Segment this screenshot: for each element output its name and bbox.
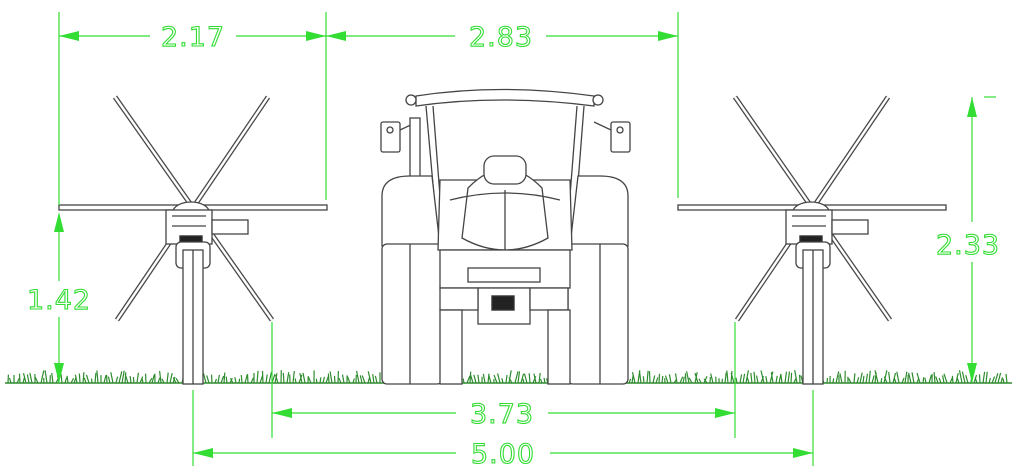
dimension-bottom-inner: 3.73	[271, 322, 736, 438]
tractor-mirrors	[380, 117, 631, 199]
tractor-roof	[405, 88, 604, 197]
right-rake-wheel	[795, 241, 831, 385]
right-rake-hub	[785, 201, 869, 247]
tractor-hitch	[439, 249, 571, 325]
tractor-inner-wheels	[439, 309, 571, 385]
tractor-rear-wheels	[381, 175, 629, 385]
grass-blades	[7, 369, 1008, 384]
left-rake	[58, 95, 328, 385]
left-rake-wheel	[175, 241, 211, 385]
dimension-label-3-73: 3.73	[470, 399, 534, 430]
ground-grass	[5, 369, 1012, 384]
dimension-label-2-33: 2.33	[936, 230, 1000, 261]
tractor	[380, 88, 631, 385]
tractor-body	[437, 155, 573, 251]
dimension-top-center: 2.83	[326, 12, 679, 198]
dimension-label-2-83: 2.83	[469, 22, 533, 53]
dimension-label-5-00: 5.00	[471, 439, 535, 470]
dimension-right-height: 2.33	[935, 96, 1000, 383]
dimension-top-left: 2.17	[58, 12, 327, 205]
dimension-label-1-42: 1.42	[27, 285, 91, 316]
dimension-left-height: 1.42	[26, 212, 91, 383]
dimension-label-2-17: 2.17	[161, 22, 225, 53]
right-rake	[677, 95, 947, 385]
dimension-bottom-outer: 5.00	[192, 390, 814, 471]
